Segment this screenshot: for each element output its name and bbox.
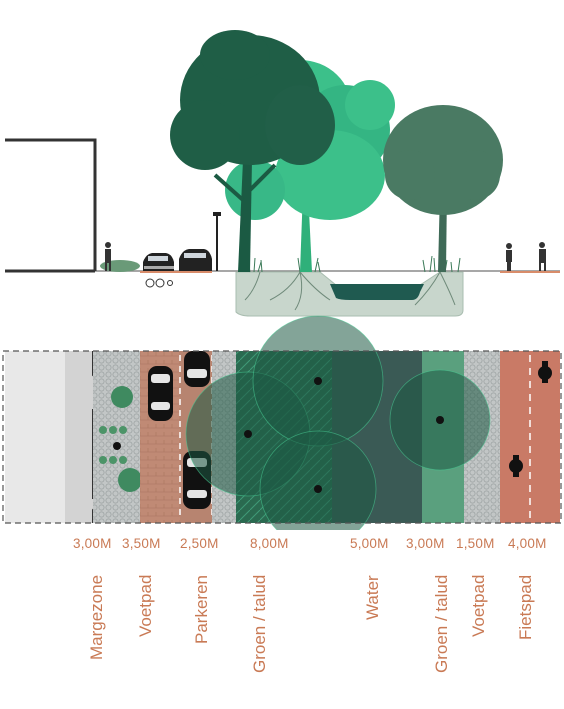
plan-view [2, 315, 562, 530]
zone-label-parkeren: Parkeren [192, 575, 211, 644]
zone-label-voetpad: Voetpad [136, 575, 155, 638]
cross-section [5, 30, 560, 317]
zone-margezone-plan [5, 351, 65, 523]
tree-trunk-marker [244, 377, 444, 493]
dimension-label: 2,50M [180, 536, 219, 551]
building-outline [5, 138, 97, 271]
pedestrian-icon [105, 242, 111, 271]
tree-dark-green [170, 30, 335, 272]
zone-label-groen-talud: Groen / talud [250, 575, 269, 674]
zone-label-voetpad: Voetpad [469, 575, 488, 638]
zone-label-water: Water [363, 575, 382, 620]
tree-roots [244, 271, 456, 311]
car-icon [143, 253, 174, 273]
dimension-label: 3,00M [406, 536, 445, 551]
pedestrian-icon [539, 242, 546, 271]
car-icon [184, 351, 210, 387]
car-icon [179, 249, 212, 273]
plan-border [2, 350, 562, 524]
zone-voetpad-plan [93, 351, 140, 523]
dimension-label: 3,00M [73, 536, 112, 551]
water-channel [330, 284, 424, 300]
dimension-label: 5,00M [350, 536, 389, 551]
tree-grey-green [383, 105, 503, 272]
dimension-label: 8,00M [250, 536, 289, 551]
cyclist-icon [509, 361, 552, 477]
hedge-plan [99, 426, 127, 464]
bicycle-parking-icon [145, 278, 173, 288]
shrub [111, 386, 133, 408]
car-icon [148, 366, 173, 421]
dimension-label: 1,50M [456, 536, 495, 551]
cyclist-icon [506, 243, 512, 271]
zone-label-margezone: Margezone [87, 575, 106, 661]
building-edge-plan [65, 351, 93, 523]
shrub [118, 468, 142, 492]
street-lamp-icon [213, 212, 221, 271]
zone-label-fietspad: Fietspad [516, 575, 535, 641]
dimension-label: 4,00M [508, 536, 547, 551]
pedestrian-icon [113, 442, 121, 450]
zone-label-groen-talud: Groen / talud [432, 575, 451, 674]
dimension-label: 3,50M [122, 536, 161, 551]
